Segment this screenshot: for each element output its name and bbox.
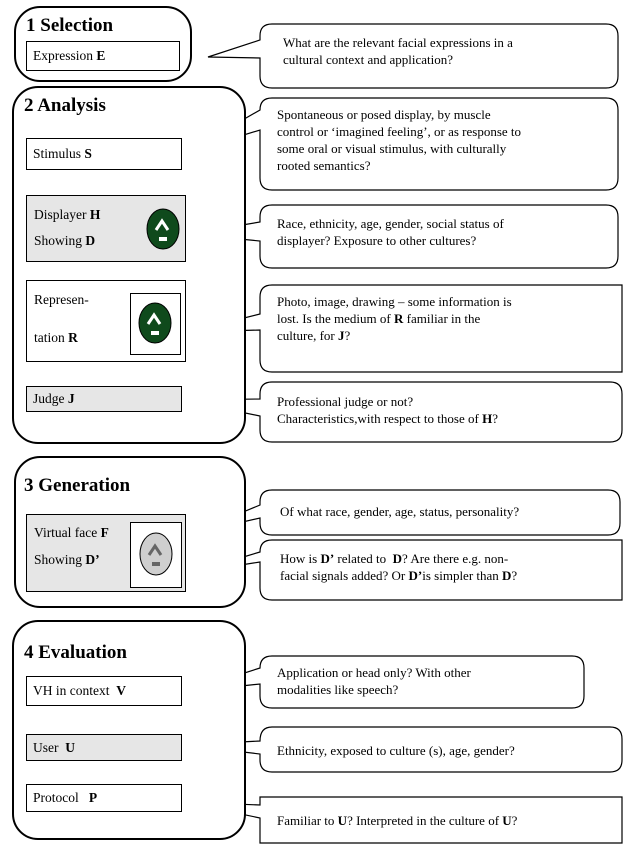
callout-line: control or ‘imagined feeling’, or as res… <box>277 124 522 140</box>
element-symbol: S <box>84 146 92 162</box>
element-label-2: Showing <box>34 233 83 248</box>
callout-bubble-representation <box>187 284 623 373</box>
happy-face-icon <box>138 302 172 344</box>
callout-bubble-judge <box>181 381 623 443</box>
callout-text-user: Ethnicity, exposed to culture (s), age, … <box>277 742 515 759</box>
section-title: 1 Selection <box>26 15 114 36</box>
element-label: Expression <box>33 48 93 64</box>
callout-line: modalities like speech? <box>277 682 399 698</box>
element-symbol-2: D’ <box>85 552 100 567</box>
element-symbol: F <box>100 525 109 540</box>
element-label: Displayer <box>34 207 87 222</box>
callout-line: What are the relevant facial expressions… <box>283 35 513 50</box>
happy-face-icon <box>139 532 173 576</box>
section-title: 2 Analysis <box>24 95 106 116</box>
callout-line: lost. Is the medium of R familiar in the <box>277 311 481 327</box>
element-symbol: P <box>88 790 98 806</box>
callout-text-displayer: Race, ethnicity, age, gender, social sta… <box>277 215 504 249</box>
element-label: Judge <box>33 391 65 407</box>
callout-bubble-stimulus <box>184 97 619 191</box>
section-title: 4 Evaluation <box>24 642 127 663</box>
element-box-protocol: Protocol P <box>26 784 182 812</box>
representation-frame <box>130 293 181 355</box>
element-box-stimulus: Stimulus S <box>26 138 182 170</box>
callout-bubble-displayer <box>187 204 619 269</box>
element-label: Virtual face <box>34 525 98 540</box>
element-box-judge: Judge J <box>26 386 182 412</box>
element-box-displayer: Displayer H Showing D <box>26 195 186 262</box>
callout-bubble-showing <box>189 539 623 601</box>
callout-text-representation: Photo, image, drawing – some information… <box>277 293 512 344</box>
callout-line: Ethnicity, exposed to culture (s), age, … <box>277 743 515 758</box>
element-label: Protocol <box>33 790 79 806</box>
callout-line: some oral or visual stimulus, with cultu… <box>277 141 507 157</box>
callout-bubble-protocol <box>183 796 623 844</box>
callout-line: displayer? Exposure to other cultures? <box>277 233 477 249</box>
element-label: VH in context <box>33 683 110 699</box>
callout-text-stimulus: Spontaneous or posed display, by muscle … <box>277 106 521 175</box>
element-box-representation: Represen- tation R <box>26 280 186 362</box>
callout-line: How is D’ related to D? Are there e.g. n… <box>280 551 509 566</box>
element-label: Stimulus <box>33 146 82 162</box>
callout-bubble-vh-context <box>184 655 585 709</box>
callout-line: Professional judge or not? <box>277 394 414 409</box>
element-box-virtual-face: Virtual face F Showing D’ <box>26 514 186 592</box>
callout-line: Familiar to U? Interpreted in the cultur… <box>277 813 518 828</box>
element-symbol: H <box>89 207 101 222</box>
callout-line: culture, for J? <box>277 328 351 344</box>
element-symbol: J <box>67 391 75 407</box>
callout-bubble-expression <box>207 23 619 89</box>
callout-text-virtual-face: Of what race, gender, age, status, perso… <box>280 503 519 520</box>
callout-text-vh-context: Application or head only? With other mod… <box>277 664 471 698</box>
section-title: 3 Generation <box>24 475 131 496</box>
element-label: Represen- <box>34 292 89 307</box>
callout-line: rooted semantics? <box>277 158 371 174</box>
element-box-vh-context: VH in context V <box>26 676 182 706</box>
callout-bubble-user <box>182 726 623 773</box>
callout-text-expression: What are the relevant facial expressions… <box>283 34 513 68</box>
element-symbol-2: D <box>85 233 96 248</box>
callout-line: Photo, image, drawing – some information… <box>277 294 512 309</box>
element-symbol: U <box>65 739 75 755</box>
virtual-face-frame <box>130 522 182 588</box>
callout-text-protocol: Familiar to U? Interpreted in the cultur… <box>277 812 517 829</box>
element-box-user: User U <box>26 734 182 761</box>
callout-line: Race, ethnicity, age, gender, social sta… <box>277 216 504 231</box>
element-symbol: R <box>68 330 78 345</box>
callout-line: facial signals added? Or D’is simpler th… <box>280 568 518 584</box>
element-label-2: Showing <box>34 552 83 567</box>
callout-line: Characteristics,with respect to those of… <box>277 411 498 427</box>
callout-text-showing: How is D’ related to D? Are there e.g. n… <box>280 550 517 584</box>
element-symbol: E <box>96 48 106 64</box>
happy-face-icon <box>146 208 180 250</box>
callout-line: Spontaneous or posed display, by muscle <box>277 107 491 122</box>
callout-text-judge: Professional judge or not? Characteristi… <box>277 393 498 427</box>
callout-bubble-virtual-face <box>189 489 621 536</box>
element-label-2: tation <box>34 330 65 345</box>
callout-line: cultural context and application? <box>283 52 454 68</box>
element-label: User <box>33 739 59 755</box>
element-box-expression: Expression E <box>26 41 180 71</box>
callout-line: Application or head only? With other <box>277 665 471 680</box>
element-symbol: V <box>116 683 126 699</box>
callout-line: Of what race, gender, age, status, perso… <box>280 504 520 519</box>
